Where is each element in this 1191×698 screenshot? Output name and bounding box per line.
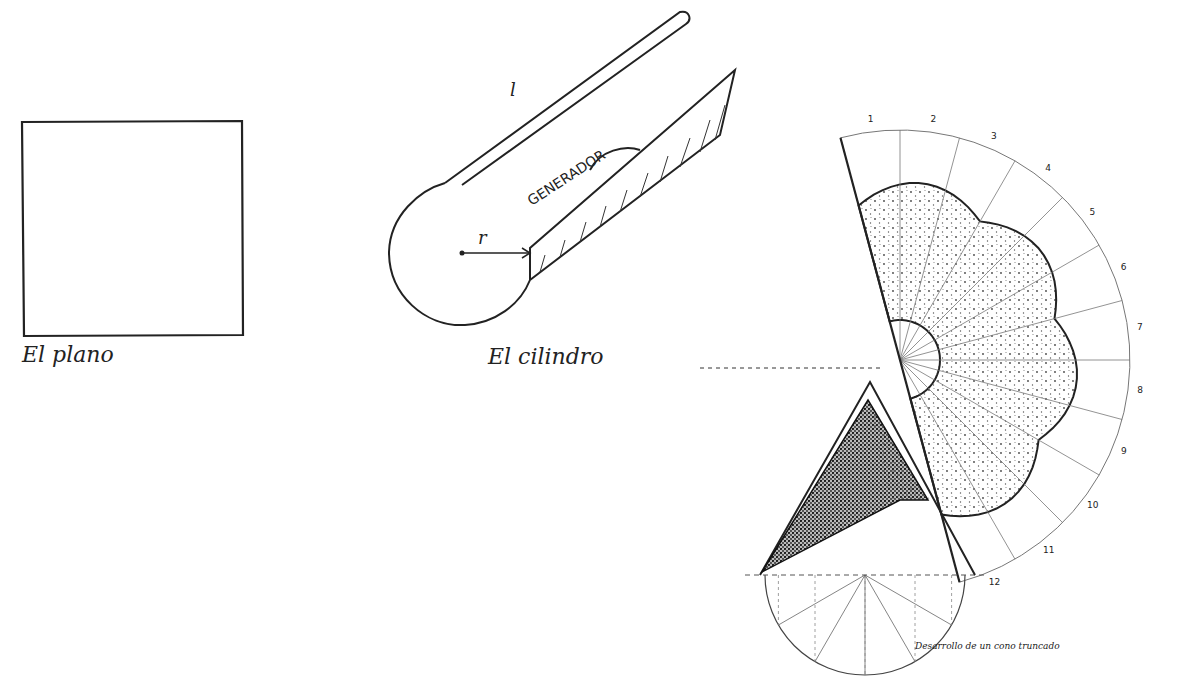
- caption-note: Desarrollo de un cono truncado: [915, 642, 1060, 652]
- callout-number: 7: [1137, 323, 1143, 333]
- sketch-line: [778, 575, 779, 625]
- callout-number: 4: [1045, 164, 1051, 174]
- callout-number: 1: [868, 115, 874, 125]
- sketch-line: [840, 130, 1129, 582]
- callout-number: 5: [1089, 208, 1095, 218]
- callout-number: 8: [1137, 386, 1143, 396]
- sketch-line: [778, 575, 865, 625]
- callout-number: 10: [1087, 501, 1098, 511]
- plane-title: El plano: [22, 343, 114, 367]
- sketch-line: [900, 360, 1015, 559]
- callout-number: 9: [1121, 447, 1127, 457]
- sketch-line: [765, 575, 965, 675]
- callout-number: 11: [1043, 546, 1054, 556]
- callout-number: 12: [989, 578, 1000, 588]
- callout-number: 2: [930, 115, 936, 125]
- callout-number: 6: [1121, 263, 1127, 273]
- sketch-line: [900, 360, 1099, 475]
- sketch-line: [900, 245, 1099, 360]
- generator-label: GENERADOR: [525, 147, 608, 209]
- sketch-line: [865, 575, 866, 675]
- sketch-line: [900, 360, 1122, 420]
- sketch-line: [900, 197, 1063, 360]
- sketch-line: [865, 575, 915, 662]
- callout-number: 3: [991, 132, 997, 142]
- radius-mark: r: [478, 228, 487, 248]
- sketch-line: [900, 360, 1130, 361]
- sketch-line: [900, 300, 1122, 360]
- cylinder-title: El cilindro: [488, 345, 604, 369]
- length-mark: l: [510, 80, 516, 100]
- sketch-line: [865, 575, 952, 625]
- sketch-line: [815, 575, 865, 662]
- sketch-line: [900, 138, 960, 360]
- sketch-line: [859, 183, 1077, 516]
- sketch-line: [815, 575, 816, 662]
- sketch-line: [865, 575, 866, 675]
- sketch-line: [900, 130, 901, 360]
- sketch-line: [900, 161, 1015, 360]
- sketch-line: [951, 575, 952, 625]
